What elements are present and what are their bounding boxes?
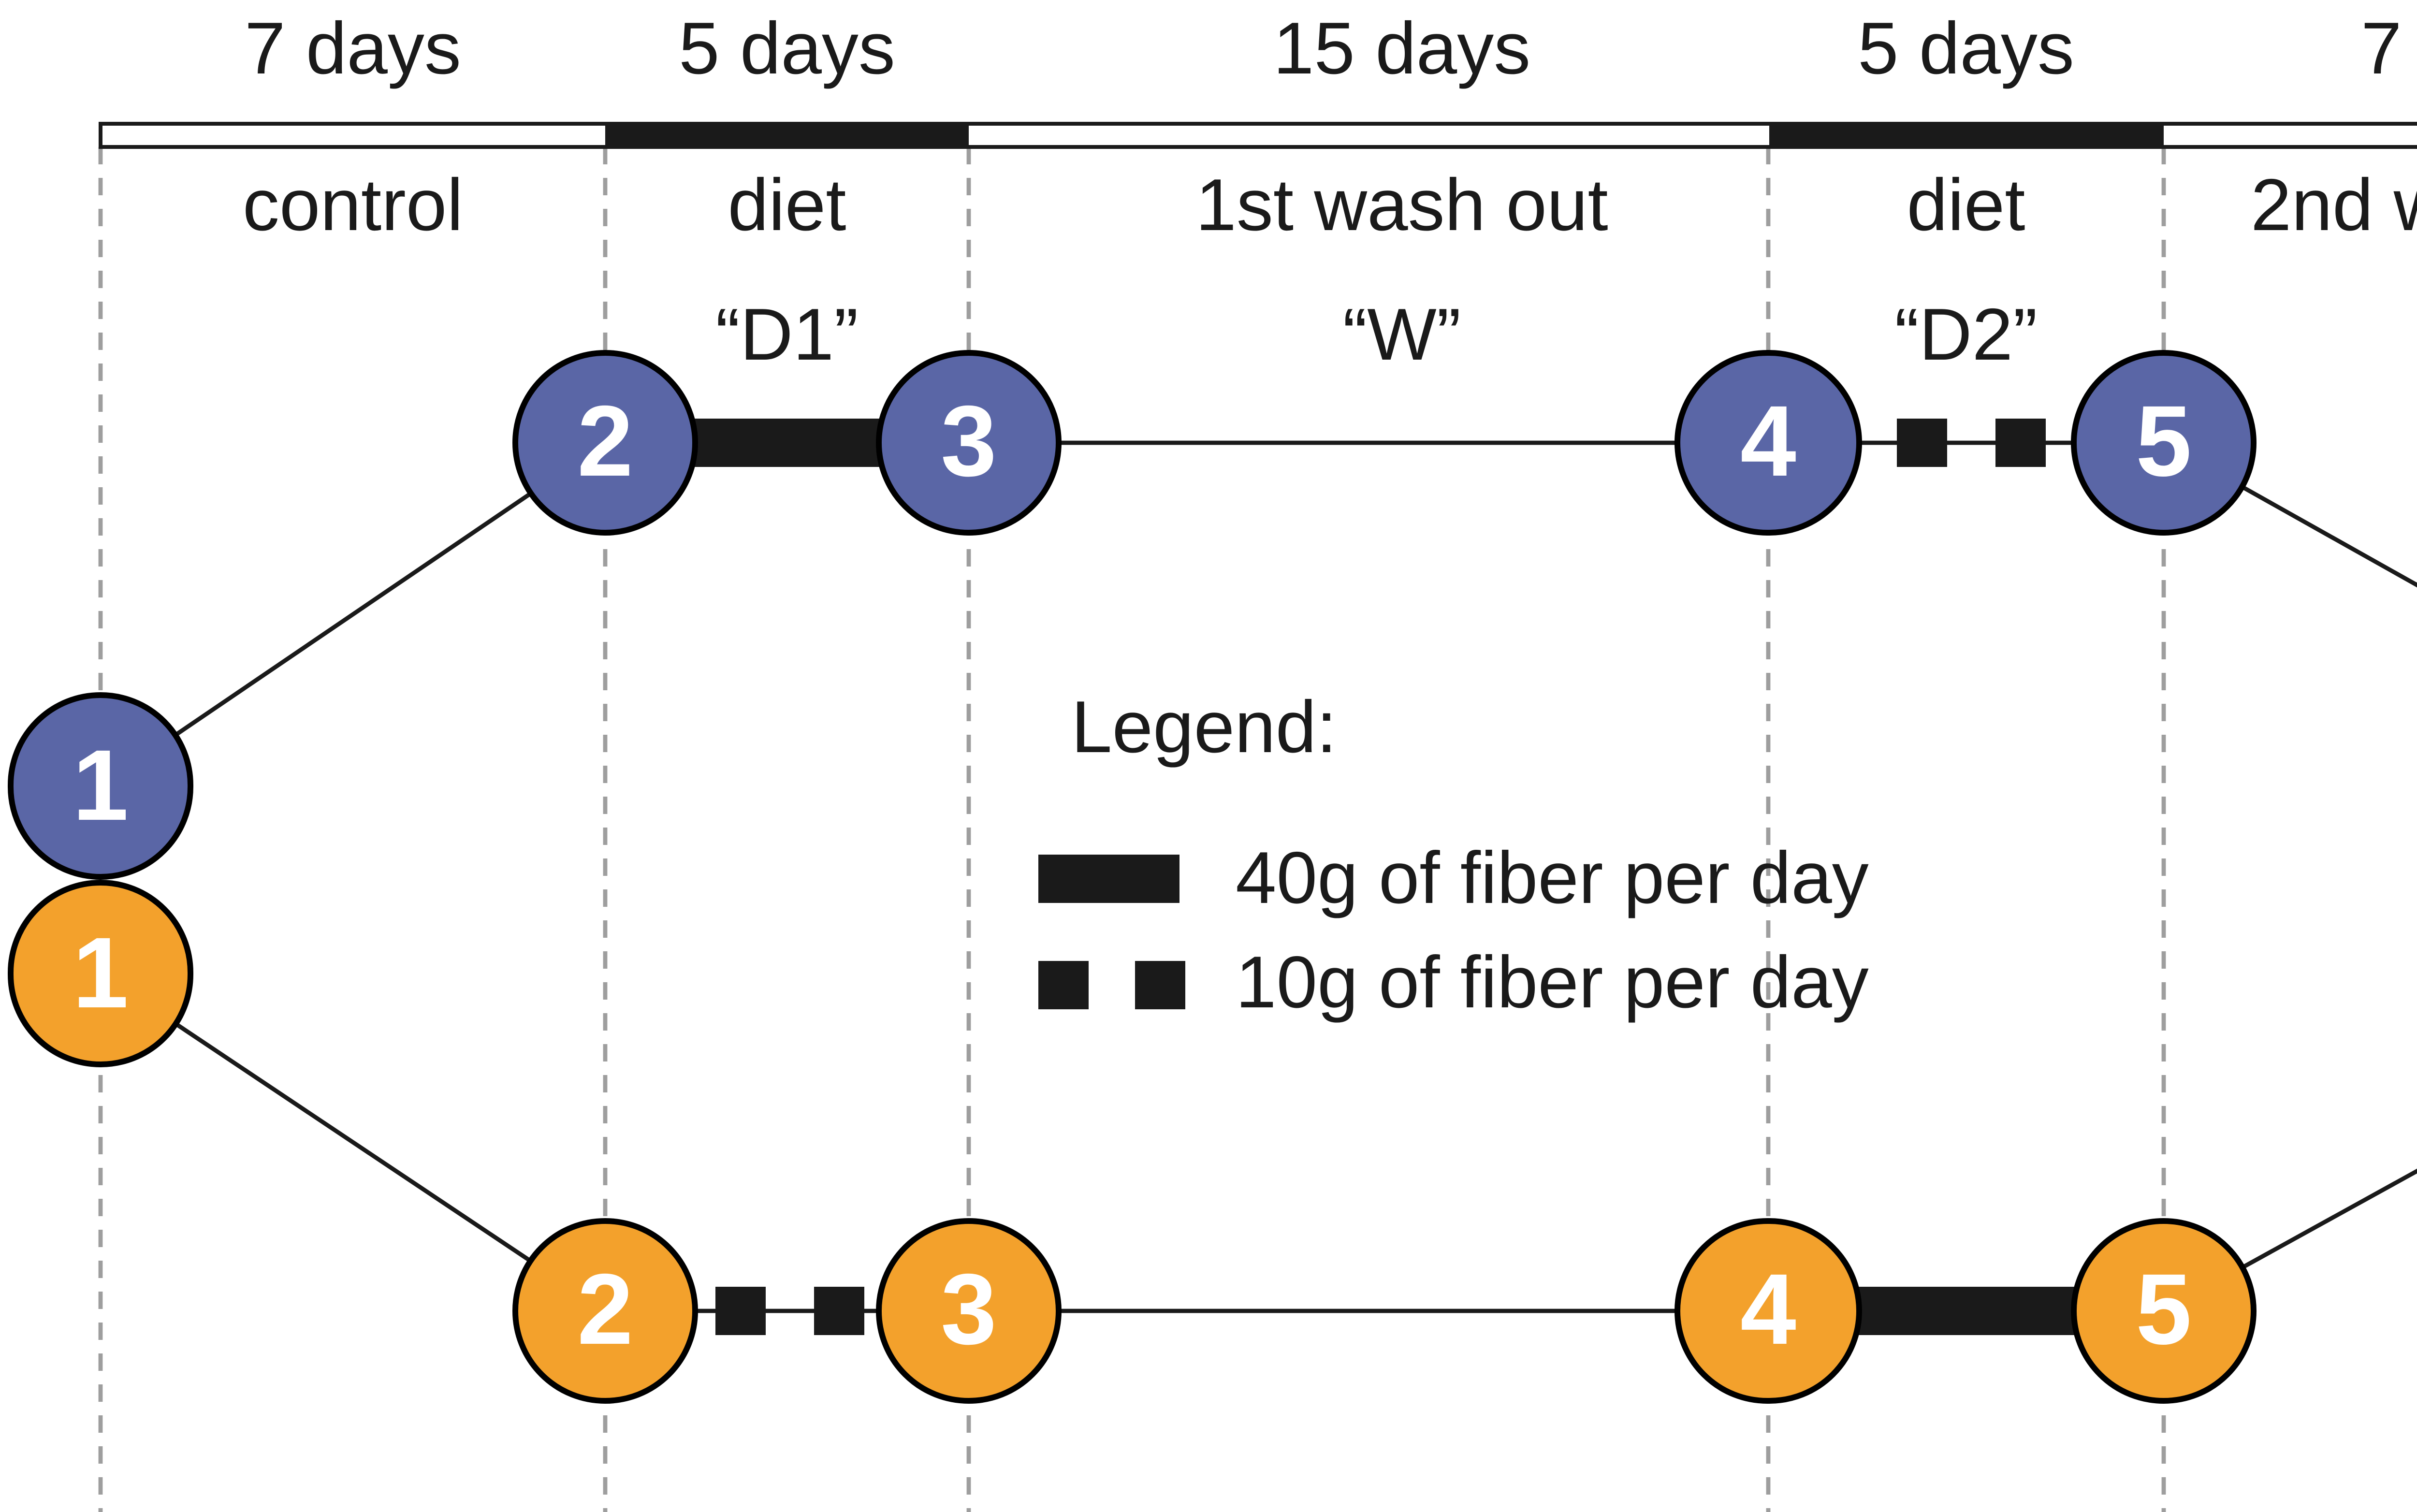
timepoint-circle-orange-2: 2 [512, 1218, 699, 1404]
legend-item-40g-label: 40g of fiber per day [1236, 838, 1869, 919]
code-label-w: “W” [1342, 296, 1461, 377]
duration-label-control: 7 days [245, 10, 461, 91]
legend-40g-bar-icon [1038, 854, 1179, 902]
phase-label-washout2: 2nd wash out [2250, 166, 2417, 247]
connector-blue-5-6 [2162, 441, 2417, 588]
timepoint-circle-orange-4: 4 [1675, 1218, 1862, 1404]
phase-label-control: control [242, 166, 464, 247]
timeline-diet2-black-segment [1768, 122, 2164, 149]
legend-10g-square-icon-a [1038, 960, 1089, 1008]
fiber-10g-square-blue-d2-b [1995, 419, 2046, 467]
duration-label-washout2: 7 days [2361, 10, 2417, 91]
timepoint-circle-blue-2: 2 [512, 349, 699, 536]
duration-label-washout1: 15 days [1273, 10, 1531, 91]
timeline-diet1-black-segment [605, 122, 969, 149]
legend-10g-square-icon-b [1135, 960, 1185, 1008]
timepoint-circle-orange-3: 3 [875, 1218, 1062, 1404]
duration-label-diet1: 5 days [679, 10, 895, 91]
code-label-d2: “D2” [1894, 296, 2038, 377]
phase-label-washout1: 1st wash out [1195, 166, 1608, 247]
fiber-10g-square-orange-d1-a [715, 1287, 766, 1335]
timepoint-circle-blue-5: 5 [2070, 349, 2257, 536]
timepoint-circle-blue-3: 3 [875, 349, 1062, 536]
timepoint-circle-blue-4: 4 [1675, 349, 1862, 536]
timepoint-circle-orange-5: 5 [2070, 1218, 2257, 1404]
connector-orange-1-2 [99, 972, 607, 1313]
legend-item-10g-label: 10g of fiber per day [1236, 944, 1869, 1025]
fiber-10g-square-blue-d2-a [1897, 419, 1947, 467]
timepoint-circle-blue-1: 1 [7, 693, 194, 879]
phase-label-diet2: diet [1907, 166, 2025, 247]
duration-label-diet2: 5 days [1858, 10, 2074, 91]
fiber-10g-square-orange-d1-b [814, 1287, 864, 1335]
timepoint-circle-orange-1: 1 [7, 880, 194, 1067]
phase-label-diet1: diet [728, 166, 846, 247]
connector-blue-1-2 [99, 441, 607, 788]
code-label-d1: “D1” [715, 296, 859, 377]
connector-orange-5-6 [2162, 1168, 2417, 1313]
legend-title: Legend: [1071, 688, 1337, 770]
